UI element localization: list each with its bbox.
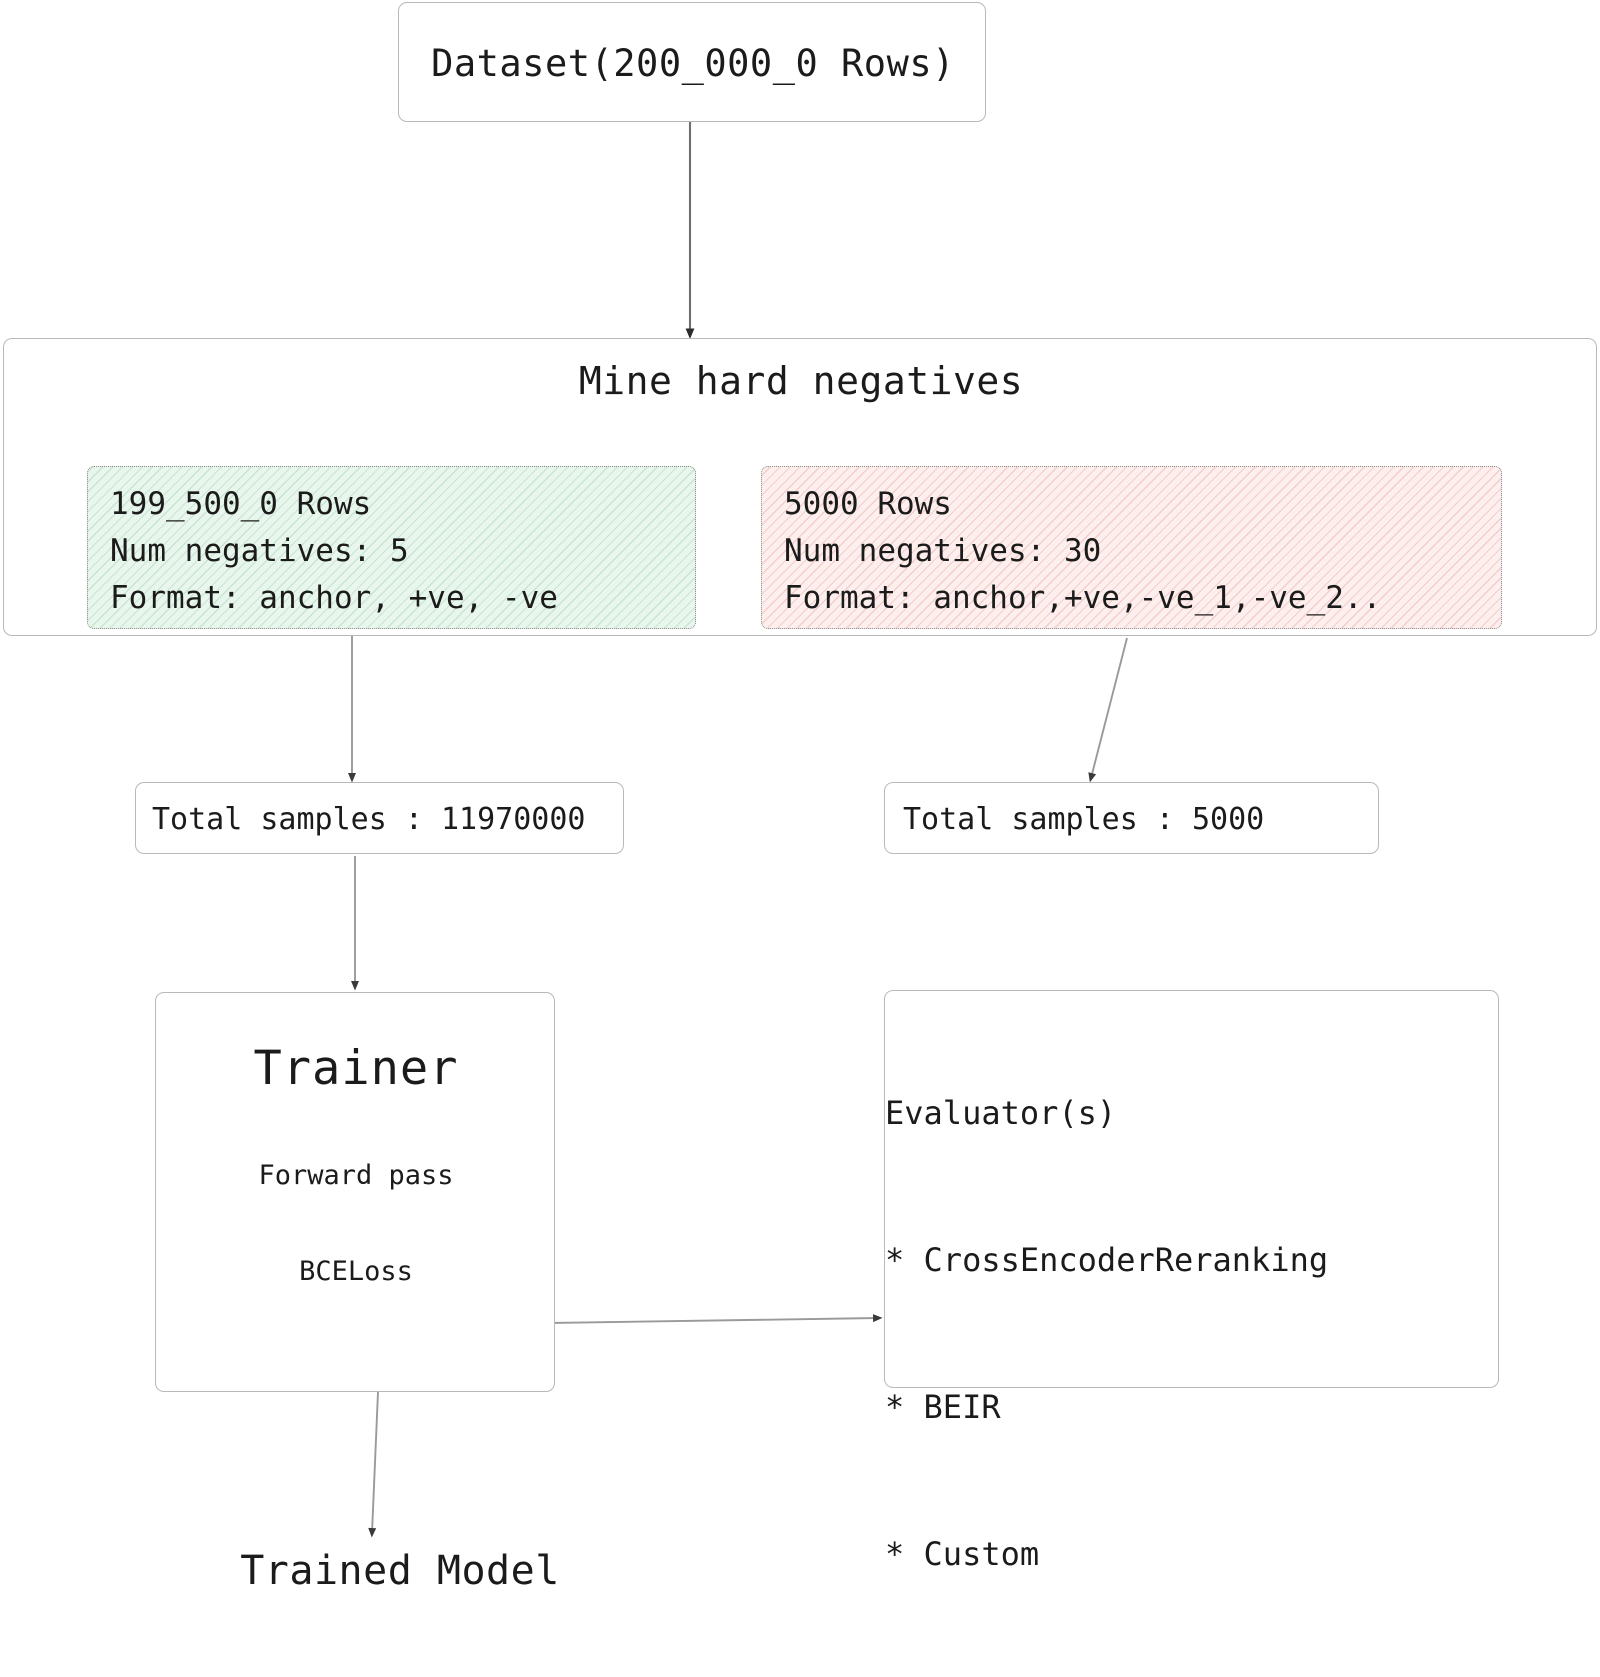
eval-split-format: Format: anchor,+ve,-ve_1,-ve_2.. (784, 580, 1382, 616)
eval-split-rows: 5000 Rows (784, 486, 952, 522)
edge-eval-split-to-total-samples (1088, 637, 1128, 783)
trainer-loss-label: BCELoss (299, 1256, 413, 1287)
trained-model-label: Trained Model (240, 1548, 560, 1594)
node-trainer[interactable]: Trainer Forward pass BCELoss (155, 992, 555, 1392)
eval-split-num-negatives: Num negatives: 30 (784, 533, 1102, 569)
evaluator-heading: Evaluator(s) (885, 1094, 1117, 1132)
eval-split-box[interactable]: 5000 Rows Num negatives: 30 Format: anch… (761, 466, 1502, 629)
flowchart-canvas: Dataset(200_000_0 Rows) Mine hard negati… (3, 2, 1597, 1602)
edge-trainer-to-trained-model (368, 1391, 379, 1538)
train-split-box[interactable]: 199_500_0 Rows Num negatives: 5 Format: … (87, 466, 696, 629)
total-samples-train-label: Total samples : 11970000 (152, 801, 586, 837)
total-samples-eval-label: Total samples : 5000 (903, 801, 1265, 837)
node-dataset[interactable]: Dataset(200_000_0 Rows) (398, 2, 986, 122)
evaluator-item-custom: * Custom (885, 1535, 1040, 1573)
node-trained-model: Trained Model (210, 1540, 590, 1602)
train-split-num-negatives: Num negatives: 5 (110, 533, 409, 569)
node-evaluator[interactable]: Evaluator(s) * CrossEncoderReranking * B… (884, 990, 1499, 1573)
train-split-format: Format: anchor, +ve, -ve (110, 580, 558, 616)
node-total-samples-eval[interactable]: Total samples : 5000 (884, 782, 1379, 854)
dataset-label: Dataset(200_000_0 Rows) (431, 41, 955, 85)
train-split-rows: 199_500_0 Rows (110, 486, 372, 522)
evaluator-item-cross-encoder-reranking: * CrossEncoderReranking (885, 1241, 1329, 1279)
evaluator-item-beir: * BEIR (885, 1388, 1001, 1426)
trainer-forward-pass-label: Forward pass (258, 1160, 454, 1191)
trainer-title: Trainer (253, 1041, 459, 1096)
node-total-samples-train[interactable]: Total samples : 11970000 (135, 782, 624, 854)
mine-hard-negatives-title: Mine hard negatives (578, 359, 1024, 403)
evaluator-content: Evaluator(s) * CrossEncoderReranking * B… (885, 991, 1465, 1677)
